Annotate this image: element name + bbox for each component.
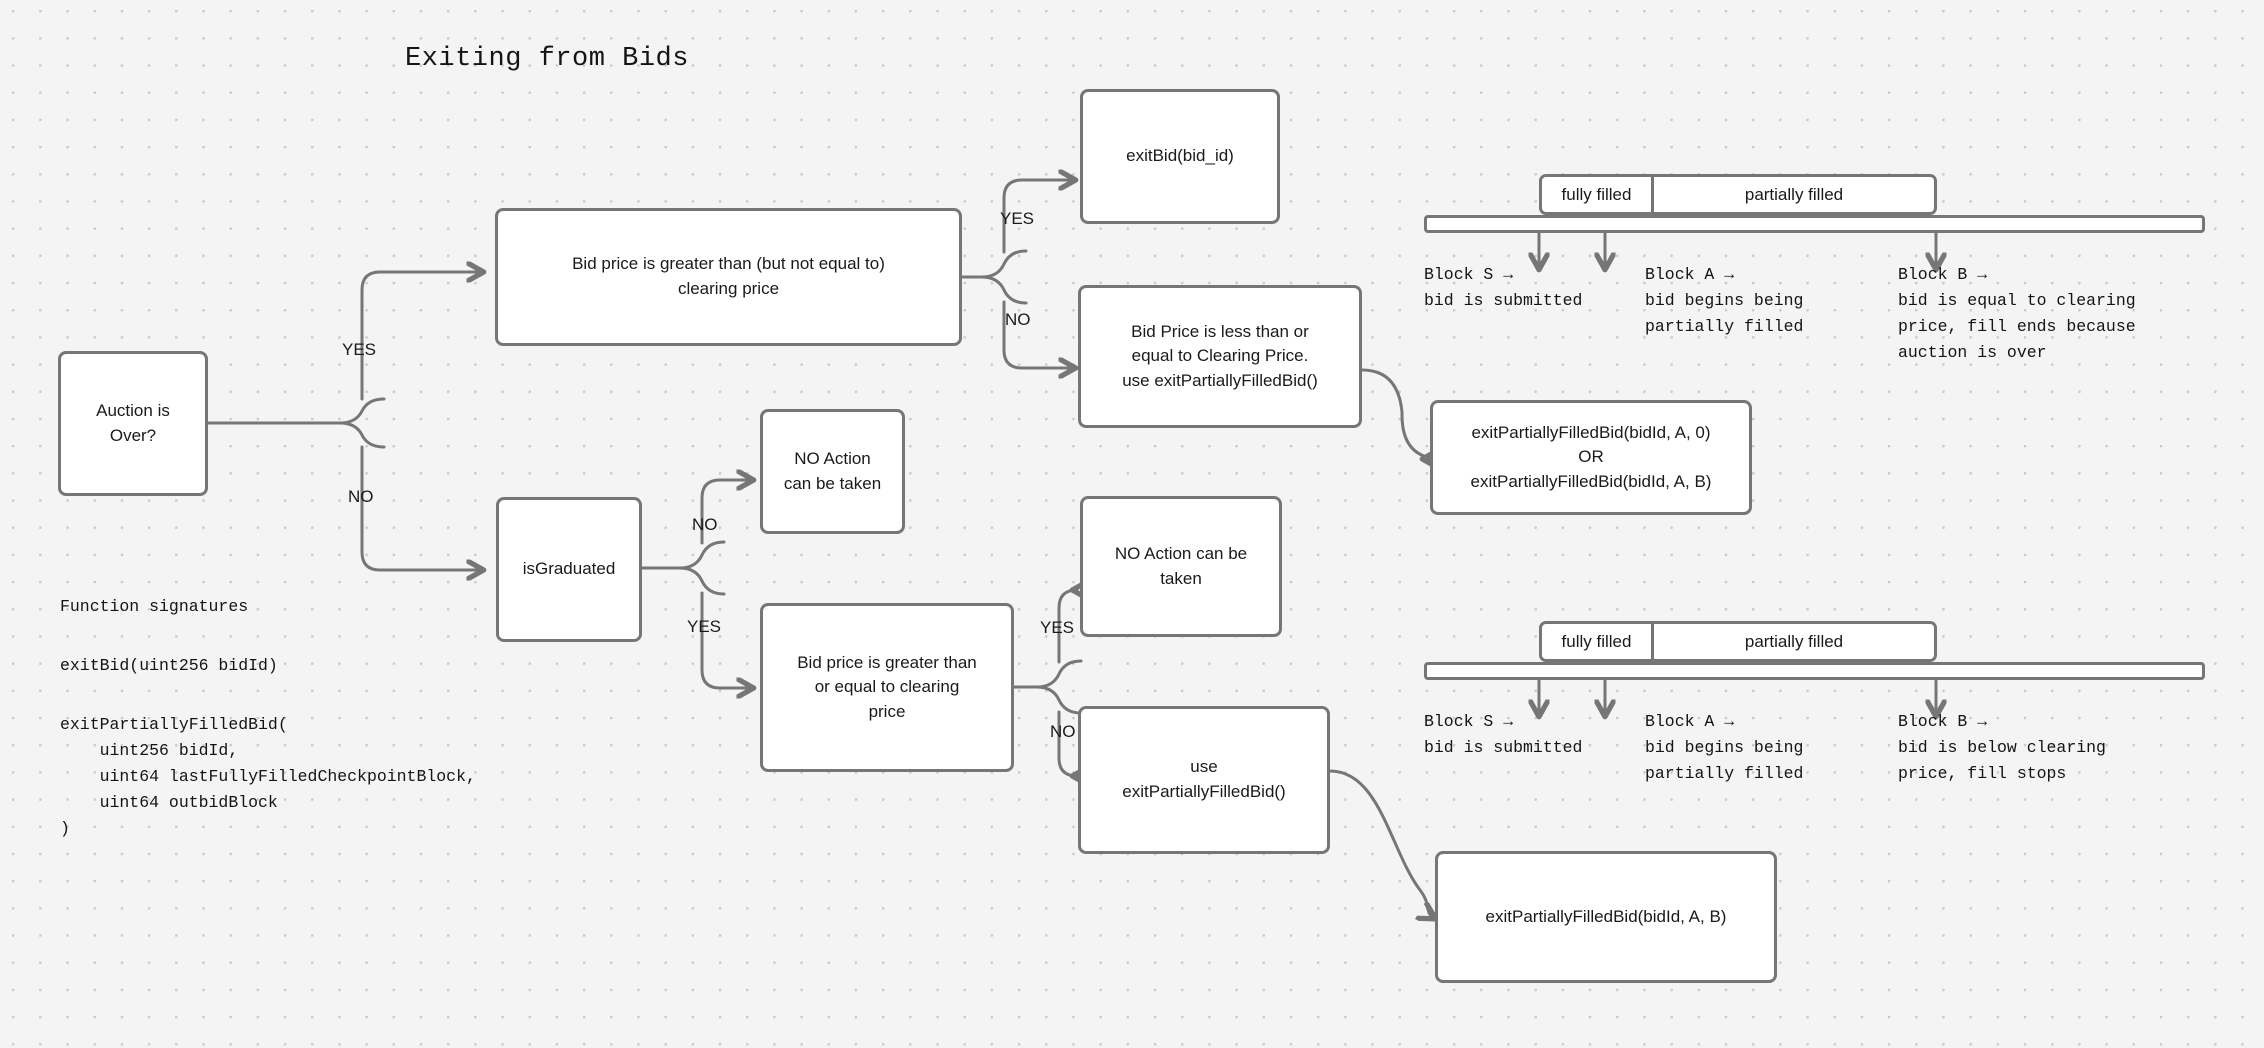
timeline-bottom-segment-partially-filled[interactable]: partially filled xyxy=(1654,621,1937,662)
edge-label-auction-yes: YES xyxy=(342,340,377,359)
edge-graduated-yes xyxy=(700,591,752,688)
timeline-top-segment-fully-filled[interactable]: fully filled xyxy=(1539,174,1654,215)
timeline-top-marker-block-b: Block B → bid is equal to clearing price… xyxy=(1898,265,2136,363)
node-auction-over[interactable]: Auction is Over? xyxy=(58,351,208,496)
edge-label-bidgt-yes: YES xyxy=(1000,209,1035,228)
edge-auction-yes xyxy=(360,272,482,401)
node-use-exit-partially-filled-bid[interactable]: use exitPartiallyFilledBid() xyxy=(1078,706,1330,854)
edge-label-graduated-no: NO xyxy=(692,515,718,534)
node-bid-price-greater-than[interactable]: Bid price is greater than (but not equal… xyxy=(495,208,962,346)
signatures-heading: Function signatures xyxy=(60,597,249,616)
node-exit-partially-filled-bid-ab[interactable]: exitPartiallyFilledBid(bidId, A, B) xyxy=(1435,851,1777,983)
node-is-graduated[interactable]: isGraduated xyxy=(496,497,642,642)
signature-exit-bid: exitBid(uint256 bidId) xyxy=(60,656,278,675)
timeline-top-bar xyxy=(1424,215,2205,233)
edge-label-gte-yes: YES xyxy=(1040,618,1075,637)
edge-label-bidgt-no: NO xyxy=(1005,310,1031,329)
node-exit-partially-filled-bid-or[interactable]: exitPartiallyFilledBid(bidId, A, 0) OR e… xyxy=(1430,400,1752,515)
node-exit-bid[interactable]: exitBid(bid_id) xyxy=(1080,89,1280,224)
timeline-bottom-marker-block-s: Block S → bid is submitted xyxy=(1424,712,1583,758)
timeline-top-segment-partially-filled[interactable]: partially filled xyxy=(1654,174,1937,215)
edge-auction-no xyxy=(360,445,482,570)
timeline-bottom-marker-block-a: Block A → bid begins being partially fil… xyxy=(1645,712,1804,784)
signature-exit-partially-filled-bid: exitPartiallyFilledBid( uint256 bidId, u… xyxy=(60,715,476,839)
timeline-bottom-marker-block-b: Block B → bid is below clearing price, f… xyxy=(1898,712,2106,784)
edge-graduated-split xyxy=(640,540,726,596)
page-title: Exiting from Bids xyxy=(405,44,689,74)
timeline-bottom-segment-fully-filled[interactable]: fully filled xyxy=(1539,621,1654,662)
edge-useepfb-to-epfbab xyxy=(1328,769,1434,918)
edge-label-graduated-yes: YES xyxy=(687,617,722,636)
timeline-top-marker-block-s: Block S → bid is submitted xyxy=(1424,265,1583,311)
node-bid-price-greater-or-equal[interactable]: Bid price is greater than or equal to cl… xyxy=(760,603,1014,772)
edge-bidgt-split xyxy=(959,249,1028,305)
node-no-action-can-be-taken-1[interactable]: NO Action can be taken xyxy=(760,409,905,534)
timeline-bottom-bar xyxy=(1424,662,2205,680)
edge-label-gte-no: NO xyxy=(1050,722,1076,741)
node-bid-price-less-than-equal[interactable]: Bid Price is less than or equal to Clear… xyxy=(1078,285,1362,428)
edge-gte-split xyxy=(1012,659,1083,715)
timeline-top-marker-block-a: Block A → bid begins being partially fil… xyxy=(1645,265,1804,337)
edge-auction-split xyxy=(204,397,386,449)
edge-label-auction-no: NO xyxy=(348,487,374,506)
node-no-action-can-be-taken-2[interactable]: NO Action can be taken xyxy=(1080,496,1282,637)
